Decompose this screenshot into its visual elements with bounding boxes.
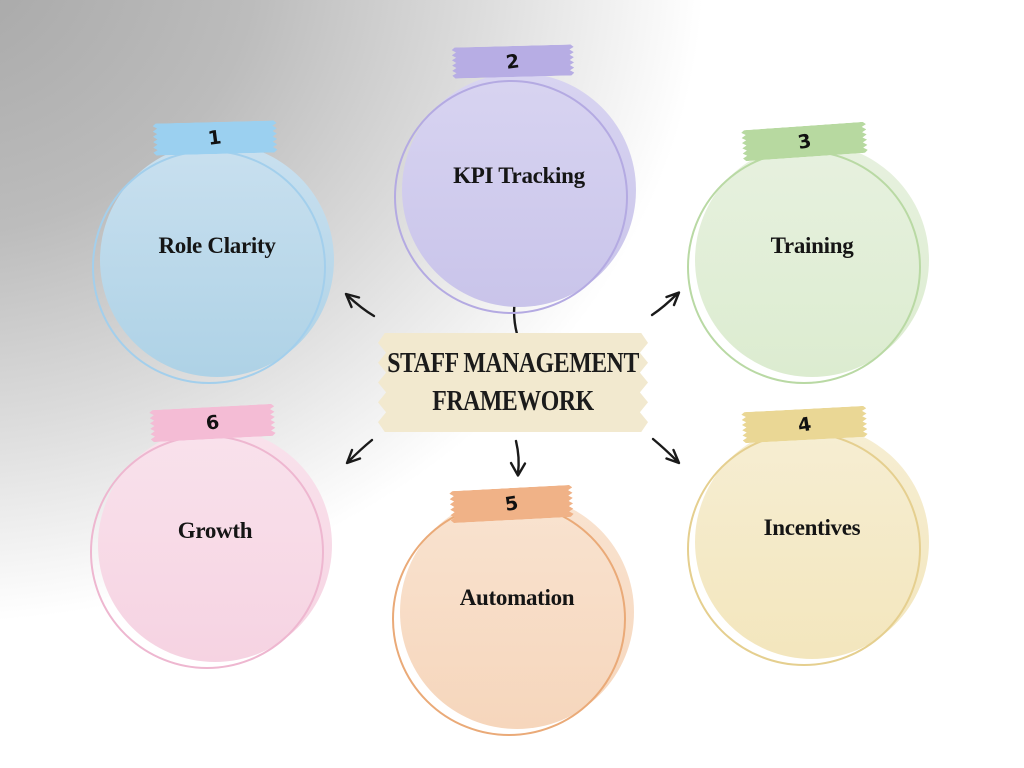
- framework-title-line1: STAFF MANAGEMENT: [387, 347, 639, 379]
- node-automation: Automation 5: [392, 495, 634, 736]
- node-label: Training: [770, 232, 854, 258]
- node-number: 6: [204, 411, 221, 435]
- node-number: 3: [796, 129, 813, 154]
- node-number: 2: [504, 49, 521, 74]
- node-tape: 1: [153, 120, 278, 155]
- node-growth: Growth 6: [90, 428, 332, 669]
- node-number: 4: [796, 412, 813, 437]
- node-ring: [687, 432, 921, 666]
- node-ring: [687, 150, 921, 384]
- node-ring: [392, 502, 626, 736]
- node-label: Role Clarity: [158, 232, 276, 258]
- node-tape: 2: [452, 44, 575, 78]
- node-ring: [394, 80, 628, 314]
- node-label: KPI Tracking: [453, 162, 585, 188]
- node-role-clarity: Role Clarity 1: [92, 143, 334, 384]
- node-tape: 5: [449, 485, 574, 523]
- node-training: Training 3: [687, 143, 929, 384]
- node-ring: [90, 435, 324, 669]
- node-label: Incentives: [763, 514, 861, 540]
- node-tape: 6: [149, 404, 276, 442]
- framework-title-line2: FRAMEWORK: [432, 385, 594, 417]
- center-tape: STAFF MANAGEMENT FRAMEWORK: [378, 333, 648, 432]
- node-ring: [92, 150, 326, 384]
- node-kpi-tracking: KPI Tracking 2: [394, 73, 636, 314]
- node-number: 1: [206, 126, 223, 150]
- node-number: 5: [503, 492, 520, 516]
- node-incentives: Incentives 4: [687, 425, 929, 666]
- node-tape: 4: [741, 406, 867, 443]
- node-label: Automation: [459, 584, 575, 610]
- node-label: Growth: [177, 517, 253, 543]
